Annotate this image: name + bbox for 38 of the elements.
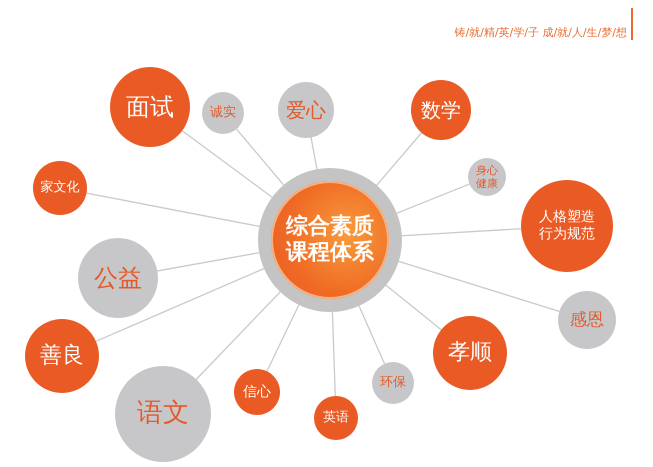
topic-label: 信心 <box>243 384 271 400</box>
connector-line <box>332 312 336 396</box>
topic-label: 英语 <box>323 410 349 426</box>
connector-line <box>157 252 260 272</box>
connector-line <box>182 130 272 198</box>
topic-circle <box>234 369 280 415</box>
connector-line <box>396 183 470 214</box>
topic-label: 公益 <box>94 264 142 292</box>
topic-label: 感恩 <box>570 310 604 330</box>
connector-line <box>86 192 260 228</box>
connector-line <box>196 292 281 380</box>
connector-line <box>376 132 422 186</box>
connector-line <box>398 260 560 312</box>
connector-line <box>266 304 300 372</box>
connector-line <box>96 268 264 342</box>
topic-label: 善良 <box>40 342 84 370</box>
topic-label: 家文化 <box>40 180 80 196</box>
connector-line <box>236 128 284 186</box>
connector-line <box>386 284 442 330</box>
topic-circle <box>314 396 358 440</box>
topic-label: 数学 <box>421 98 461 122</box>
connector-line <box>402 228 522 236</box>
topic-label: 身心健康 <box>476 164 498 190</box>
topic-circle <box>468 158 506 196</box>
topic-label: 环保 <box>380 375 406 391</box>
topic-circle <box>33 161 87 215</box>
connector-line <box>310 137 318 170</box>
topic-circle <box>372 362 414 404</box>
slogan-text: 铸/就/精/英/学/子 成/就/人/生/梦/想 <box>454 25 627 40</box>
topic-label: 人格塑造行为规范 <box>538 209 596 243</box>
topic-label: 孝顺 <box>448 340 492 366</box>
topic-label: 爱心 <box>286 98 326 122</box>
topic-circle <box>202 92 244 134</box>
topic-label: 综合素质课程体系 <box>286 214 374 266</box>
connector-line <box>358 306 386 364</box>
topic-label: 语文 <box>137 398 189 430</box>
topic-label: 面试 <box>126 92 174 122</box>
topic-label: 诚实 <box>210 105 236 121</box>
